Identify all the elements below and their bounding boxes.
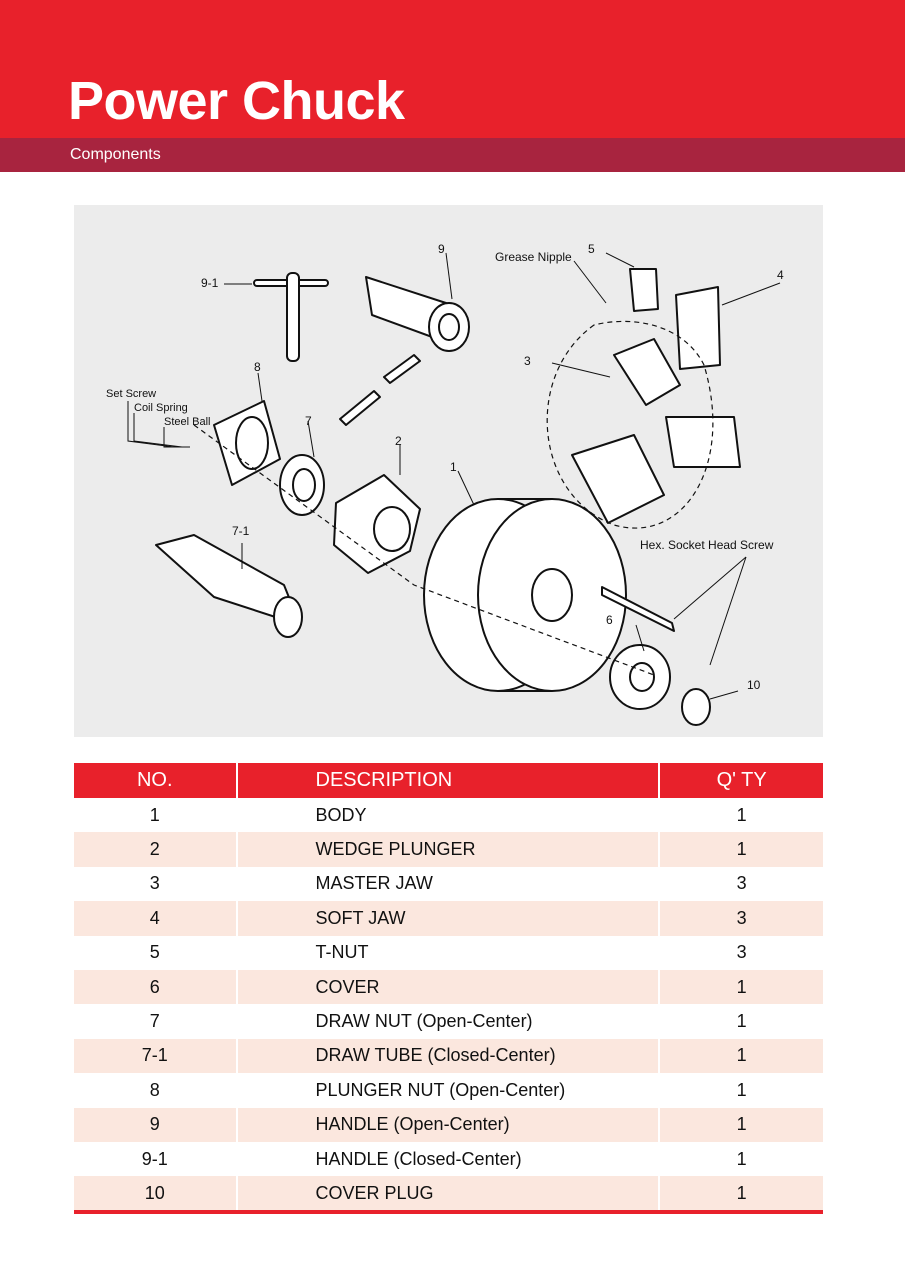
row-qty: 1 (736, 804, 747, 825)
callout-4: 4 (777, 268, 784, 282)
row-no: 8 (74, 1073, 238, 1108)
callout-8: 8 (254, 360, 261, 374)
row-qty: 1 (659, 1107, 823, 1142)
hex-socket-screw-label: Hex. Socket Head Screw (640, 538, 774, 552)
row-qty: 1 (736, 1011, 747, 1032)
row-description: DRAW TUBE (Closed-Center) (236, 1038, 661, 1074)
coil-spring-label: Coil Spring (134, 402, 188, 414)
row-qty: 3 (736, 873, 747, 894)
row-qty: 1 (736, 1148, 747, 1169)
row-description: COVER (236, 969, 661, 1005)
page-subtitle: Components (70, 146, 161, 163)
row-qty: 1 (736, 1079, 747, 1100)
chuck-body-part (423, 498, 627, 692)
callout-10: 10 (747, 678, 761, 692)
handle-open-center-part (339, 276, 470, 426)
row-description: HANDLE (Closed-Center) (236, 1141, 661, 1177)
exploded-diagram: 9 9-1 Grease Nipple 5 4 3 8 Set Screw Co… (74, 205, 823, 737)
row-no: 10 (74, 1176, 238, 1211)
row-description: PLUNGER NUT (Open-Center) (236, 1073, 661, 1108)
row-description: MASTER JAW (236, 866, 661, 902)
row-no: 7-1 (74, 1038, 238, 1074)
plunger-nut-part (213, 400, 281, 486)
grease-nipple-label: Grease Nipple (495, 250, 572, 264)
exploded-diagram-svg: 9 9-1 Grease Nipple 5 4 3 8 Set Screw Co… (106, 242, 784, 726)
callout-3: 3 (524, 354, 531, 368)
row-no: 9 (74, 1107, 238, 1142)
row-no: 3 (74, 866, 238, 902)
row-description: WEDGE PLUNGER (236, 832, 661, 867)
draw-tube-part (155, 534, 303, 638)
jaw-assembly-part (571, 268, 741, 524)
cover-plug-part (681, 688, 711, 726)
callout-5: 5 (588, 242, 595, 256)
steel-ball-label: Steel Ball (164, 416, 210, 428)
callout-2: 2 (395, 434, 402, 448)
header-no: NO. (74, 763, 238, 798)
callout-1: 1 (450, 460, 457, 474)
row-no: 5 (74, 935, 238, 970)
row-qty: 3 (736, 942, 747, 963)
row-no: 9-1 (74, 1141, 238, 1177)
row-qty: 1 (659, 969, 823, 1005)
row-description: COVER PLUG (236, 1176, 661, 1211)
row-description: DRAW NUT (Open-Center) (236, 1004, 661, 1039)
table-bottom-rule (74, 1210, 823, 1214)
table-header-row: NO. DESCRIPTION Q' TY (74, 763, 823, 798)
handle-closed-center-part (253, 272, 329, 362)
callout-6: 6 (606, 613, 613, 627)
row-description: T-NUT (236, 935, 661, 970)
callout-9-1: 9-1 (201, 276, 219, 290)
row-no: 7 (74, 1004, 238, 1039)
callout-7: 7 (305, 414, 312, 428)
row-no: 6 (74, 969, 238, 1005)
callout-9: 9 (438, 242, 445, 256)
row-qty: 1 (659, 832, 823, 867)
row-no: 2 (74, 832, 238, 867)
callout-7-1: 7-1 (232, 524, 250, 538)
subtitle-bar (0, 138, 905, 172)
row-description: BODY (236, 798, 661, 833)
header-qty: Q' TY (659, 763, 823, 798)
row-qty: 3 (659, 901, 823, 936)
row-no: 1 (74, 798, 238, 833)
page-title: Power Chuck (68, 71, 405, 131)
row-description: HANDLE (Open-Center) (236, 1107, 661, 1142)
header-banner (0, 0, 905, 138)
draw-nut-part (279, 454, 325, 516)
wedge-plunger-part (333, 474, 421, 574)
row-no: 4 (74, 901, 238, 936)
row-qty: 1 (659, 1038, 823, 1074)
row-description: SOFT JAW (236, 901, 661, 936)
row-qty: 1 (659, 1176, 823, 1211)
header-description: DESCRIPTION (236, 763, 661, 798)
cover-part (609, 644, 671, 710)
set-screw-label: Set Screw (106, 388, 156, 400)
